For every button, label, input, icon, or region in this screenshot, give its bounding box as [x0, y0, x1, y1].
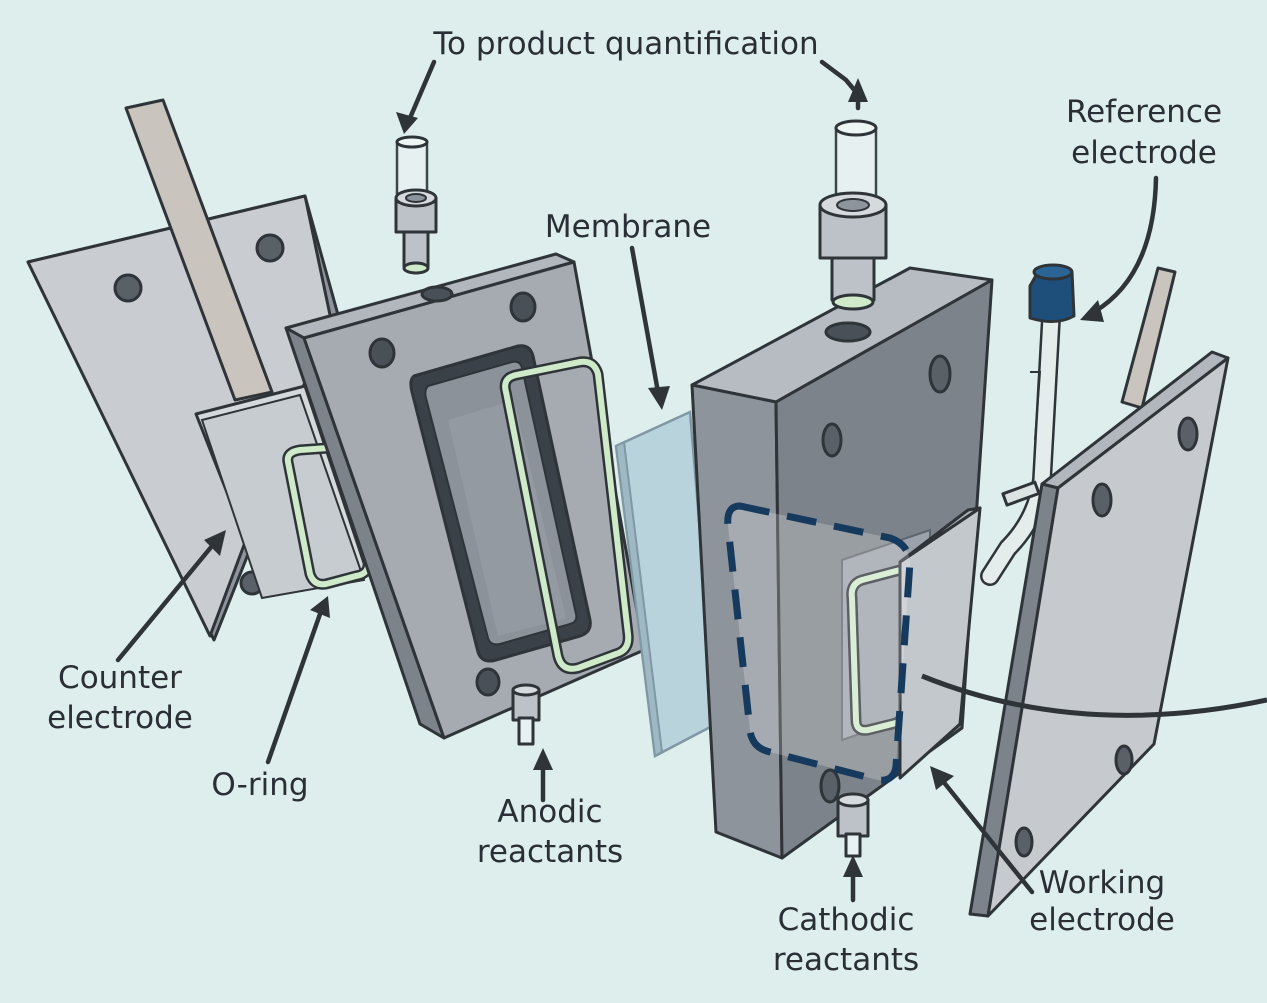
anode-inlet-fitting: [511, 683, 541, 746]
label-reference-electrode-2: electrode: [1071, 135, 1217, 171]
label-anodic-reactants-1: Anodic: [497, 794, 602, 830]
label-to-product: To product quantification: [432, 26, 818, 62]
label-o-ring: O-ring: [211, 767, 308, 803]
arrow-pointer-icon: [115, 175, 1159, 895]
arrow-up-icon: [396, 59, 868, 903]
reference-electrode: [980, 263, 1076, 586]
label-cathodic-reactants-1: Cathodic: [778, 902, 915, 938]
anode-flow-block: [284, 252, 646, 740]
counter-electrode-backplate: [26, 194, 342, 642]
cathode-outlet-fitting: [818, 119, 888, 311]
active-area-outline: [724, 502, 914, 784]
counter-electrode-strip: [124, 98, 274, 402]
label-working-electrode-2: electrode: [1029, 902, 1175, 938]
anode-outlet-fitting: [394, 135, 438, 275]
label-anodic-reactants-2: reactants: [477, 834, 623, 870]
working-electrode-lead: [921, 673, 1267, 718]
label-counter-electrode-1: Counter: [58, 660, 182, 696]
label-working-electrode-1: Working: [1039, 865, 1165, 901]
label-cathodic-reactants-2: reactants: [773, 942, 919, 978]
label-counter-electrode-2: electrode: [47, 700, 193, 736]
back-plate-right: [968, 266, 1230, 918]
label-membrane: Membrane: [545, 209, 711, 245]
label-reference-electrode-1: Reference: [1066, 94, 1222, 130]
cathode-inlet-fitting: [836, 792, 870, 858]
